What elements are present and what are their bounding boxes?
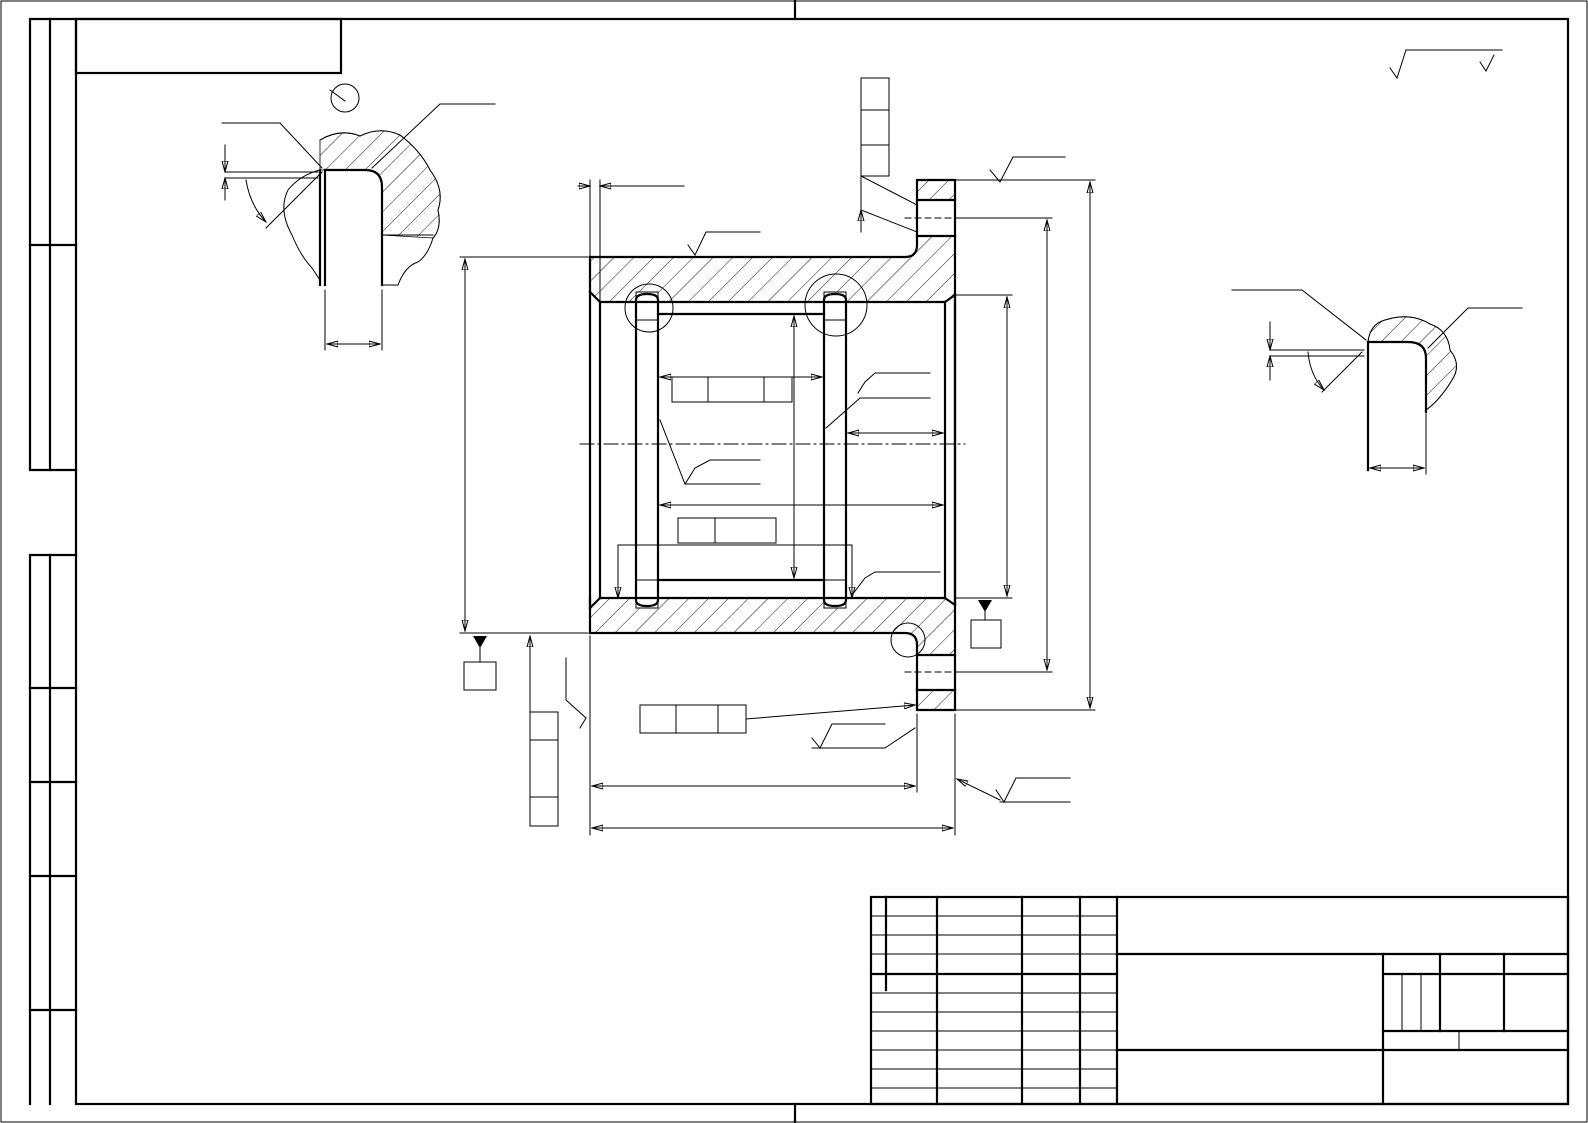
detail-view-right [1231, 289, 1523, 475]
detail-circle-upper-right [804, 273, 868, 337]
main-section-view [579, 178, 966, 712]
roughness-general-icon [1389, 49, 1503, 80]
title-block [869, 895, 1570, 1106]
detail-circle-lower-right [890, 622, 926, 658]
detail-circle-upper-left [624, 283, 674, 333]
designation-box [74, 17, 343, 75]
dimensions [459, 77, 1096, 836]
binding-strip [28, 17, 78, 1106]
detail-view-left [222, 83, 496, 351]
detail-label-circle [330, 83, 360, 113]
